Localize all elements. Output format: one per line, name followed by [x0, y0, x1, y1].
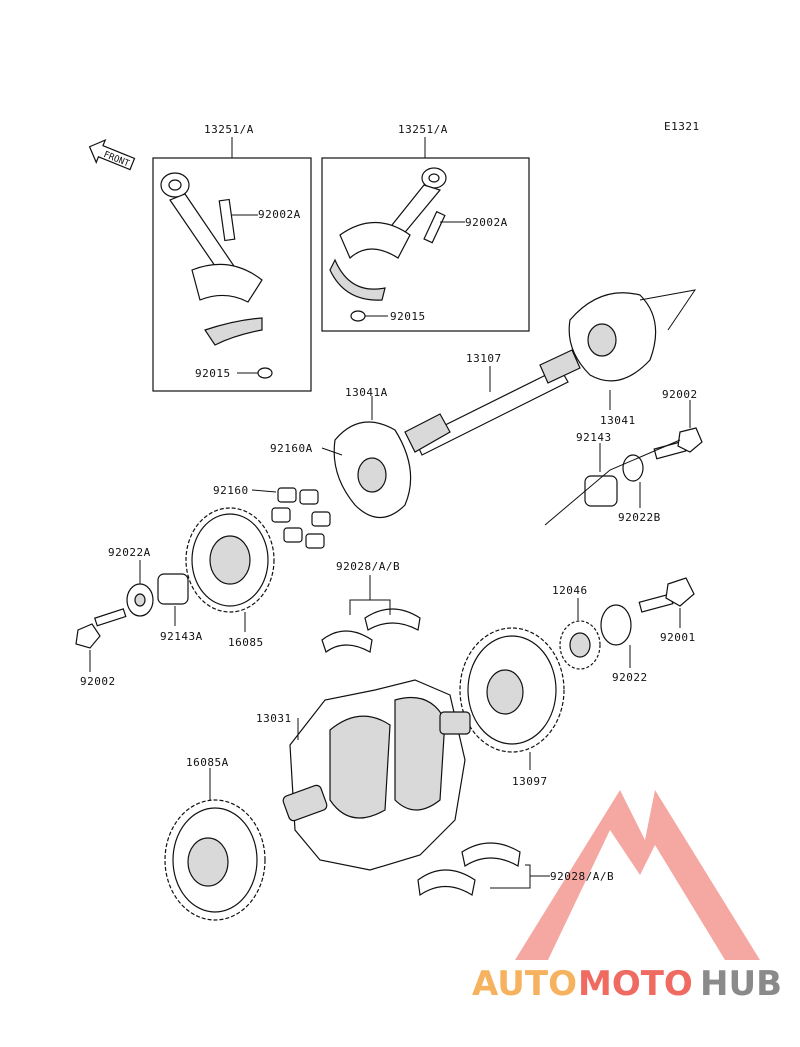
label-bearing-lower: 92028/A/B	[550, 870, 614, 883]
label-bolt-rod-right: 92002A	[465, 216, 508, 229]
bolt-left	[75, 608, 127, 649]
label-bolt-right: 92002	[662, 388, 698, 401]
label-rod-set-left: 13251/A	[204, 123, 254, 136]
crankshaft	[282, 679, 471, 871]
label-nut-right: 92015	[390, 310, 426, 323]
damper-holder-right	[568, 289, 697, 382]
watermark-auto: AUTO	[472, 964, 577, 1004]
primary-gear	[459, 627, 565, 753]
label-bolt-rod-left: 92002A	[258, 208, 301, 221]
label-collar-left: 92143A	[160, 630, 203, 643]
label-crankshaft: 13031	[256, 712, 292, 725]
label-damper-holder: 13041	[600, 414, 636, 427]
watermark-logo	[515, 790, 760, 960]
bearing-upper	[321, 608, 421, 653]
label-collar-right: 92143	[576, 431, 612, 444]
collar-left	[157, 573, 189, 605]
damper-rubber	[271, 487, 331, 549]
label-shaft: 13107	[466, 352, 502, 365]
collar-right	[584, 475, 618, 507]
label-washer-right: 92022B	[618, 511, 661, 524]
connecting-rod-right	[329, 167, 447, 322]
lower-gear	[164, 799, 266, 921]
label-gear-small: 12046	[552, 584, 588, 597]
watermark-moto: MOTO	[578, 964, 693, 1004]
bolt-far-right	[638, 577, 695, 613]
label-nut-left: 92015	[195, 367, 231, 380]
watermark-text: AUTO MOTO HUB	[472, 964, 782, 1004]
label-bolt-far-right: 92001	[660, 631, 696, 644]
balancer-shaft	[404, 349, 581, 456]
watermark-hub: HUB	[700, 964, 782, 1004]
label-bearing-upper: 92028/A/B	[336, 560, 400, 573]
label-damper-holder-a: 13041A	[345, 386, 388, 399]
damper-holder-left	[333, 421, 412, 519]
washer-mid	[600, 604, 632, 646]
washer-right	[622, 454, 644, 482]
label-washer-left: 92022A	[108, 546, 151, 559]
connecting-rod-left	[160, 172, 273, 379]
label-rod-set-right: 13251/A	[398, 123, 448, 136]
bearing-lower	[417, 842, 521, 897]
bolt-right	[653, 427, 703, 460]
balancer-gear	[185, 507, 275, 613]
label-damper: 92160	[213, 484, 249, 497]
label-gear-main: 16085	[228, 636, 264, 649]
label-gear-lower: 16085A	[186, 756, 229, 769]
label-damper-a: 92160A	[270, 442, 313, 455]
small-gear	[559, 620, 601, 670]
label-gear-large: 13097	[512, 775, 548, 788]
front-arrow-icon: FRONT	[88, 139, 136, 171]
diagram-code: E1321	[664, 120, 700, 133]
label-washer-mid: 92022	[612, 671, 648, 684]
label-bolt-left: 92002	[80, 675, 116, 688]
